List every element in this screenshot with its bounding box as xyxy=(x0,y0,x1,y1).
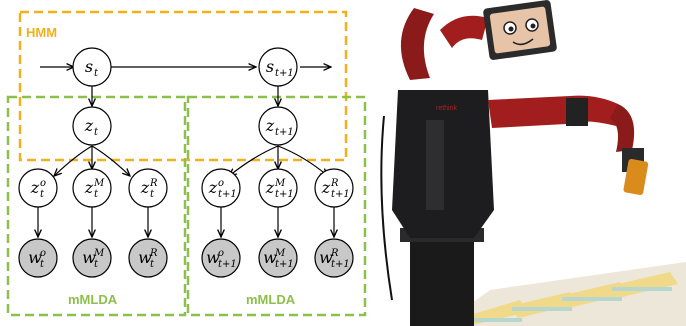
node-subscript: t+1 xyxy=(275,127,294,138)
node-subscript: t+1 xyxy=(218,259,237,270)
node-wr-t1: wRt+1 xyxy=(314,238,354,278)
mmlda-left-box xyxy=(6,95,187,317)
node-superscript: R xyxy=(149,248,158,259)
node-superscript: M xyxy=(93,248,105,259)
node-circle xyxy=(18,238,58,278)
node-subscript: t+1 xyxy=(218,189,237,200)
node-subscript: t xyxy=(94,189,99,200)
node-label: s xyxy=(85,57,93,76)
edge-z-t-zr-t xyxy=(91,145,130,176)
node-label: z xyxy=(321,178,331,197)
node-label: w xyxy=(263,248,277,267)
node-superscript: M xyxy=(93,178,105,189)
node-circle xyxy=(314,168,354,208)
node-circle xyxy=(72,238,112,278)
node-circle xyxy=(18,168,58,208)
node-wr-t: wRt xyxy=(128,238,168,278)
node-subscript: t+1 xyxy=(331,259,350,270)
mmlda-right-box xyxy=(186,95,367,317)
node-circle xyxy=(201,238,241,278)
node-circle xyxy=(258,106,298,146)
node-subscript: t+1 xyxy=(275,189,294,200)
node-label: z xyxy=(140,178,150,197)
hmm-box xyxy=(18,10,348,162)
node-subscript: t xyxy=(150,189,155,200)
robot-photo: rethink xyxy=(370,0,686,326)
node-subscript: t+1 xyxy=(275,68,294,79)
node-label: w xyxy=(138,248,152,267)
node-label: z xyxy=(30,178,40,197)
node-superscript: o xyxy=(218,248,224,259)
node-superscript: R xyxy=(149,178,158,189)
right-arm-lower xyxy=(610,104,635,152)
node-subscript: t xyxy=(94,259,99,270)
node-circle xyxy=(258,47,298,87)
node-wm-t1: wMt+1 xyxy=(258,238,298,278)
node-subscript: t xyxy=(94,127,99,138)
node-subscript: t xyxy=(150,259,155,270)
node-superscript: R xyxy=(330,248,339,259)
node-superscript: M xyxy=(274,178,286,189)
pedestal xyxy=(410,238,474,326)
node-circle xyxy=(72,47,112,87)
cards xyxy=(460,272,678,326)
node-circle xyxy=(258,238,298,278)
node-circle xyxy=(128,238,168,278)
node-wo-t1: wot+1 xyxy=(201,238,241,278)
left-arm xyxy=(400,8,434,80)
node-label: z xyxy=(208,178,218,197)
node-label: w xyxy=(28,248,42,267)
mmlda-left-label: mMLDA xyxy=(68,292,118,307)
card-edges xyxy=(462,287,672,322)
mmlda-right-label: mMLDA xyxy=(246,292,296,307)
node-label: z xyxy=(265,116,275,135)
node-subscript: t xyxy=(40,259,45,270)
node-superscript: o xyxy=(218,178,224,189)
head-screen xyxy=(483,0,557,60)
node-circle xyxy=(201,168,241,208)
node-subscript: t+1 xyxy=(275,259,294,270)
node-superscript: o xyxy=(40,248,46,259)
node-label: s xyxy=(266,57,274,76)
node-subscript: t xyxy=(94,68,99,79)
node-circle xyxy=(72,168,112,208)
node-label: w xyxy=(319,248,333,267)
node-label: w xyxy=(206,248,220,267)
node-wm-t: wMt xyxy=(72,238,112,278)
node-label: z xyxy=(84,116,94,135)
edges xyxy=(38,67,334,237)
node-label: z xyxy=(84,178,94,197)
svg-text:rethink: rethink xyxy=(436,105,458,112)
node-superscript: R xyxy=(330,178,339,189)
node-circle xyxy=(128,168,168,208)
node-subscript: t+1 xyxy=(331,189,350,200)
node-label: z xyxy=(265,178,275,197)
node-superscript: M xyxy=(274,248,286,259)
held-object xyxy=(623,158,649,195)
node-circle xyxy=(258,168,298,208)
node-circle xyxy=(314,238,354,278)
node-circle xyxy=(72,106,112,146)
node-superscript: o xyxy=(40,178,46,189)
node-label: w xyxy=(82,248,96,267)
edge-z-t-zo-t xyxy=(54,145,93,176)
node-subscript: t xyxy=(40,189,45,200)
hmm-label: HMM xyxy=(26,25,57,40)
node-wo-t: wot xyxy=(18,238,58,278)
